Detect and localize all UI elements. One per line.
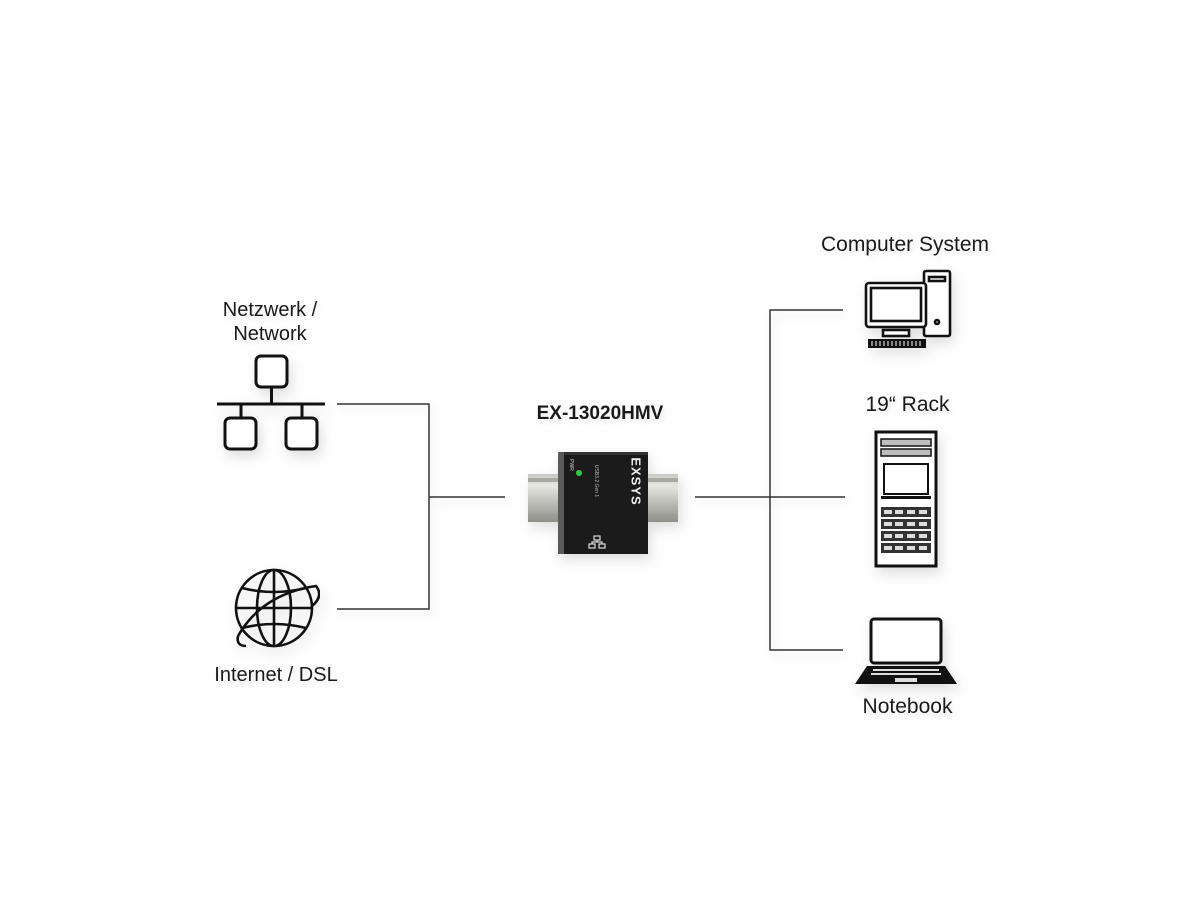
network-topology-icon <box>217 354 325 451</box>
desktop-computer-icon <box>864 269 952 348</box>
rack-drive-bays <box>881 507 931 553</box>
network-port-icon <box>588 535 606 549</box>
device-body <box>558 452 648 554</box>
network-label: Netzwerk / Network <box>205 298 335 346</box>
network-label-line1: Netzwerk / <box>222 299 318 321</box>
line-network <box>337 403 430 497</box>
laptop-icon <box>855 617 957 684</box>
line-internet <box>337 497 430 610</box>
rack-label: 19“ Rack <box>865 393 950 416</box>
notebook-label: Notebook <box>862 695 953 718</box>
network-label-line2: Network <box>233 323 307 345</box>
device-model-label: EX-13020HMV <box>536 403 664 424</box>
brand-logo: EXSYS <box>628 457 644 506</box>
server-rack-icon <box>874 430 938 568</box>
device-led-label: PWR <box>567 459 574 471</box>
device-port-label: USB3.2 Gen 1 <box>593 464 600 498</box>
line-computer <box>769 309 843 651</box>
power-led <box>576 470 582 476</box>
internet-label: Internet / DSL <box>214 664 338 686</box>
globe-icon <box>234 568 320 648</box>
device-image: PWR USB3.2 Gen 1 EXSYS <box>518 448 686 556</box>
computer-label: Computer System <box>820 233 990 256</box>
